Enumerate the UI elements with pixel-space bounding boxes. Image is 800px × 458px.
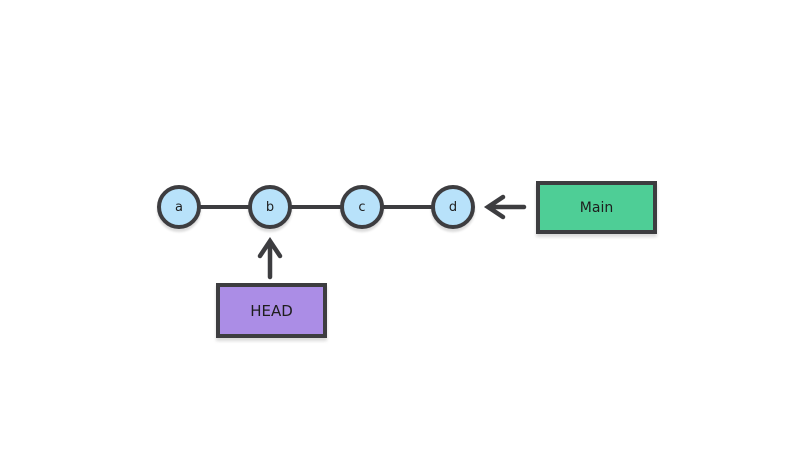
commit-node-c: c [340, 185, 384, 229]
head-label-text: HEAD [250, 301, 293, 320]
arrow-left-icon [483, 194, 527, 220]
commit-node-label: b [265, 199, 275, 215]
commit-edge-line [179, 205, 453, 209]
arrow-up-icon [257, 236, 283, 280]
commit-node-label: c [358, 199, 366, 215]
commit-node-b: b [248, 185, 292, 229]
commit-node-label: a [175, 199, 183, 215]
branch-label-main: Main [536, 181, 657, 234]
commit-node-label: d [448, 199, 458, 215]
head-label: HEAD [216, 283, 327, 338]
branch-label-text: Main [579, 199, 614, 216]
commit-node-d: d [431, 185, 475, 229]
commit-node-a: a [157, 185, 201, 229]
